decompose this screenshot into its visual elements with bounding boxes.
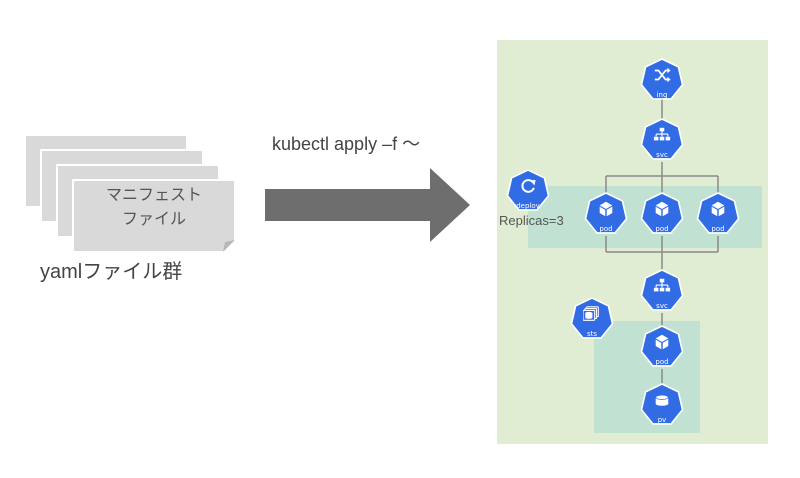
svg-text:svc: svc (656, 151, 668, 159)
svg-text:sts: sts (587, 330, 597, 338)
service-node-top: svc (640, 118, 684, 160)
statefulset-node: sts (570, 297, 614, 339)
pod-node-4: pod (640, 325, 684, 367)
replicas-label: Replicas=3 (499, 213, 564, 228)
svg-text:pod: pod (655, 358, 668, 366)
svg-text:svc: svc (656, 302, 668, 310)
pod-node-3: pod (696, 192, 740, 234)
svg-text:pv: pv (658, 416, 667, 424)
manifest-stack: マニフェスト ファイル (24, 134, 236, 253)
service-node-bottom: svc (640, 269, 684, 311)
connectors (605, 98, 719, 385)
persistent-volume-node: pv (640, 383, 684, 425)
manifest-title-line1: マニフェスト (106, 185, 202, 204)
disk-icon (655, 394, 669, 407)
pod-node-1: pod (584, 192, 628, 234)
manifest-caption: yamlファイル群 (40, 260, 182, 283)
svg-text:pod: pod (711, 225, 724, 233)
svg-text:pod: pod (599, 225, 612, 233)
ingress-node: ing (640, 58, 684, 100)
svg-text:ing: ing (657, 91, 668, 99)
pod-node-2: pod (640, 192, 684, 234)
manifest-title-line2: ファイル (122, 209, 186, 228)
database-stack-icon (583, 306, 599, 321)
command-label: kubectl apply –f 〜 (272, 134, 420, 154)
svg-text:pod: pod (655, 225, 668, 233)
deployment-node: deploy (506, 169, 550, 211)
apply-arrow (265, 168, 470, 242)
svg-text:deploy: deploy (516, 202, 540, 210)
